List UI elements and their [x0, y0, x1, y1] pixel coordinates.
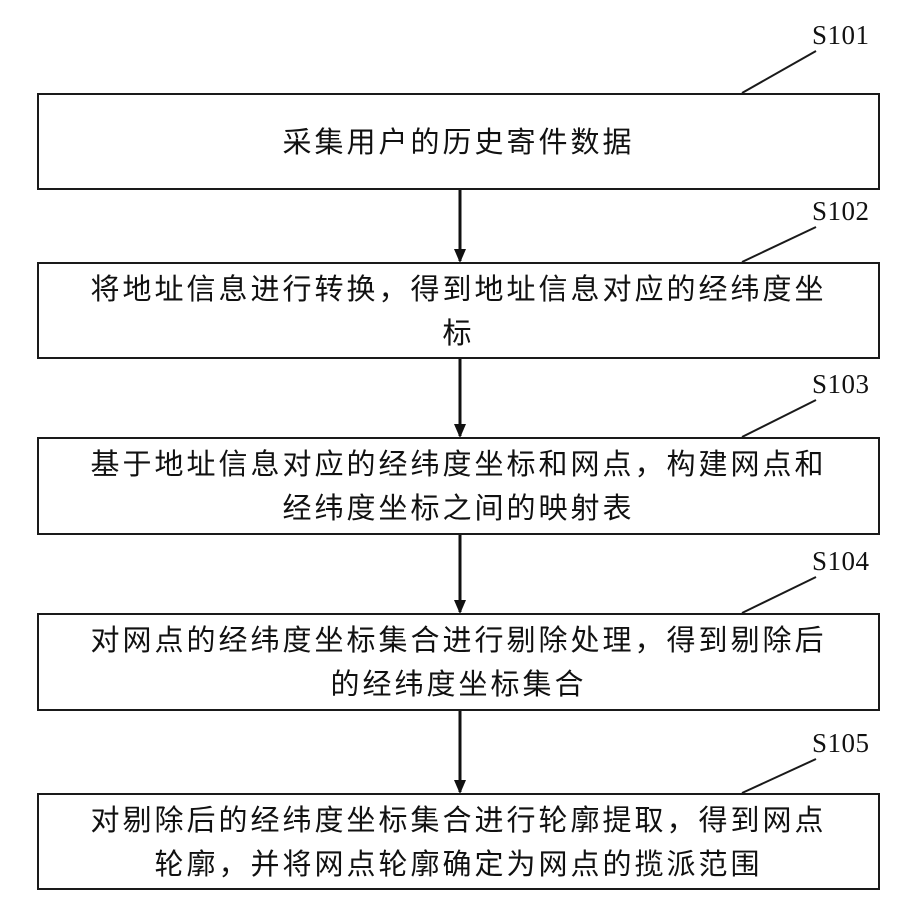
- step-text-s103: 基于地址信息对应的经纬度坐标和网点，构建网点和 经纬度坐标之间的映射表: [76, 442, 840, 530]
- step-box-s103: 基于地址信息对应的经纬度坐标和网点，构建网点和 经纬度坐标之间的映射表: [37, 437, 880, 535]
- label-leader-line: [742, 227, 816, 262]
- label-leader-line: [742, 577, 816, 613]
- step-box-s105: 对剔除后的经纬度坐标集合进行轮廓提取，得到网点 轮廓，并将网点轮廓确定为网点的揽…: [37, 793, 880, 890]
- step-text-s104: 对网点的经纬度坐标集合进行剔除处理，得到剔除后 的经纬度坐标集合: [76, 618, 840, 706]
- step-label-s105: S105: [812, 730, 870, 757]
- label-leader-line: [742, 400, 816, 437]
- step-box-s104: 对网点的经纬度坐标集合进行剔除处理，得到剔除后 的经纬度坐标集合: [37, 613, 880, 711]
- step-label-s104: S104: [812, 548, 870, 575]
- step-box-s102: 将地址信息进行转换，得到地址信息对应的经纬度坐 标: [37, 262, 880, 359]
- step-box-s101: 采集用户的历史寄件数据: [37, 93, 880, 190]
- step-text-s101: 采集用户的历史寄件数据: [268, 120, 648, 164]
- step-text-s105: 对剔除后的经纬度坐标集合进行轮廓提取，得到网点 轮廓，并将网点轮廓确定为网点的揽…: [76, 798, 840, 886]
- label-leader-line: [742, 51, 816, 93]
- step-label-s103: S103: [812, 371, 870, 398]
- step-label-s101: S101: [812, 22, 870, 49]
- label-leader-line: [742, 759, 816, 793]
- step-text-s102: 将地址信息进行转换，得到地址信息对应的经纬度坐 标: [76, 267, 840, 355]
- step-label-s102: S102: [812, 198, 870, 225]
